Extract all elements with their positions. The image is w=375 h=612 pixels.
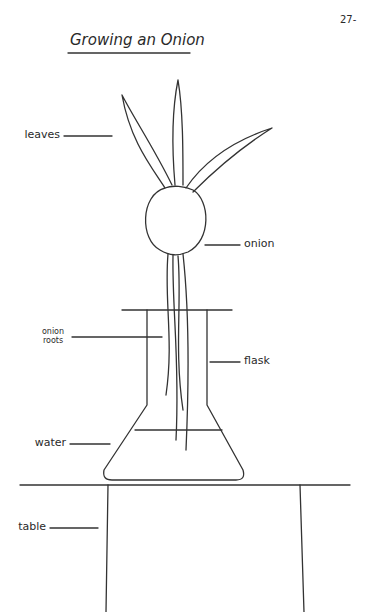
- onion-roots: [166, 254, 188, 450]
- onion-leaves: [122, 80, 272, 192]
- page-number: 27-: [340, 14, 356, 25]
- part-label: onion: [244, 238, 274, 250]
- part-label: water: [35, 437, 66, 449]
- title-underline: [68, 52, 190, 53]
- water-line: [135, 429, 222, 430]
- diagram-title: Growing an Onion: [70, 32, 205, 49]
- part-label: table: [18, 521, 46, 533]
- part-label: leaves: [24, 129, 60, 141]
- part-label: onion roots: [38, 328, 68, 346]
- leader-lines: [50, 136, 240, 528]
- part-label: flask: [244, 355, 270, 367]
- onion-bulb: [146, 186, 206, 255]
- table: [20, 485, 350, 612]
- flask: [104, 310, 244, 480]
